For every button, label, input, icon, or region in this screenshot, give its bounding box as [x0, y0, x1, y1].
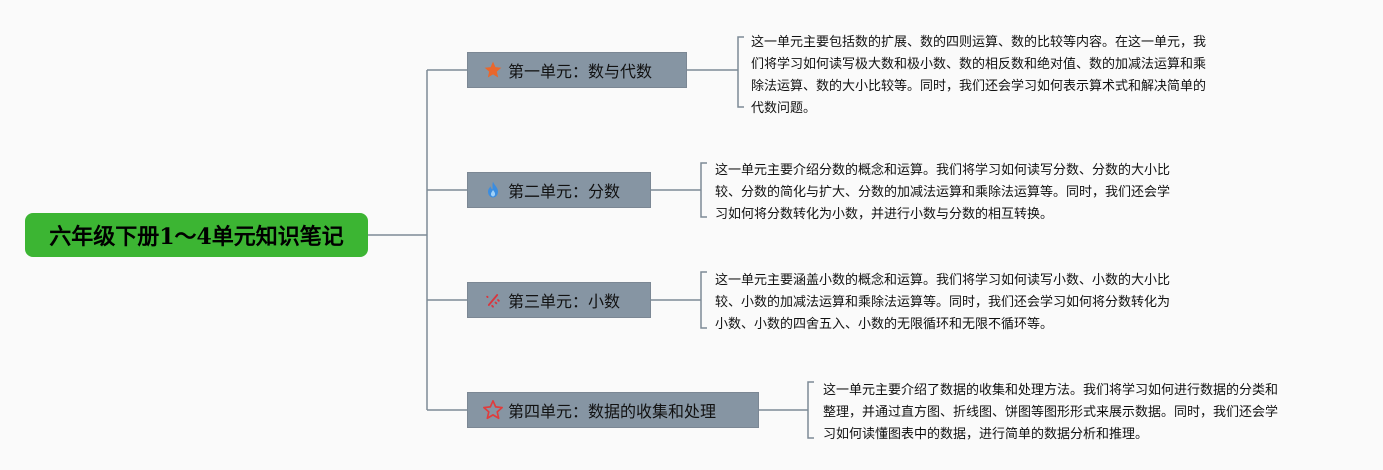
branch-unit-3[interactable]: 第三单元：小数 — [467, 282, 651, 318]
note-line: 习如何读懂图表中的数据，进行简单的数据分析和推理。 — [823, 427, 1149, 442]
note-line: 较、分数的简化与扩大、分数的加减法运算和乘除法运算等。同时，我们还会学 — [715, 185, 1171, 200]
note-unit-2: 这一单元主要介绍分数的概念和运算。我们将学习如何读写分数、分数的大小比 较、分数… — [715, 160, 1215, 226]
note-line: 整理，并通过直方图、折线图、饼图等图形形式来展示数据。同时，我们还会学 — [823, 405, 1279, 420]
star-outline-icon — [482, 399, 504, 421]
branch-unit-1[interactable]: 第一单元：数与代数 — [467, 52, 687, 88]
note-line: 小数、小数的四舍五入、小数的无限循环和无限不循环等。 — [715, 317, 1054, 332]
note-unit-3: 这一单元主要涵盖小数的概念和运算。我们将学习如何读写小数、小数的大小比 较、小数… — [715, 270, 1215, 336]
flame-icon — [482, 179, 504, 201]
note-line: 代数问题。 — [751, 101, 817, 116]
note-line: 除法运算、数的大小比较等。同时，我们还会学习如何表示算术式和解决简单的 — [751, 79, 1207, 94]
note-line: 们将学习如何读写极大数和极小数、数的相反数和绝对值、数的加减法运算和乘 — [751, 57, 1207, 72]
note-unit-1: 这一单元主要包括数的扩展、数的四则运算、数的比较等内容。在这一单元，我 们将学习… — [751, 32, 1251, 120]
sparkle-icon — [482, 289, 504, 311]
note-line: 这一单元主要涵盖小数的概念和运算。我们将学习如何读写小数、小数的大小比 — [715, 273, 1171, 288]
star-filled-icon — [482, 59, 504, 81]
note-line: 习如何将分数转化为小数，并进行小数与分数的相互转换。 — [715, 207, 1054, 222]
note-line: 这一单元主要介绍了数据的收集和处理方法。我们将学习如何进行数据的分类和 — [823, 383, 1279, 398]
root-node[interactable]: 六年级下册1～4单元知识笔记 — [25, 213, 368, 257]
branch-unit-4-label: 第四单元：数据的收集和处理 — [508, 402, 717, 421]
branch-unit-2-label: 第二单元：分数 — [508, 182, 621, 201]
branch-unit-4[interactable]: 第四单元：数据的收集和处理 — [467, 392, 759, 428]
note-line: 这一单元主要介绍分数的概念和运算。我们将学习如何读写分数、分数的大小比 — [715, 163, 1171, 178]
root-title: 六年级下册1～4单元知识笔记 — [49, 224, 344, 250]
branch-unit-1-label: 第一单元：数与代数 — [508, 62, 653, 81]
note-line: 较、小数的加减法运算和乘除法运算等。同时，我们还会学习如何将分数转化为 — [715, 295, 1171, 310]
note-line: 这一单元主要包括数的扩展、数的四则运算、数的比较等内容。在这一单元，我 — [751, 35, 1207, 50]
note-unit-4: 这一单元主要介绍了数据的收集和处理方法。我们将学习如何进行数据的分类和 整理，并… — [823, 380, 1333, 446]
branch-unit-3-label: 第三单元：小数 — [508, 292, 621, 311]
branch-unit-2[interactable]: 第二单元：分数 — [467, 172, 651, 208]
